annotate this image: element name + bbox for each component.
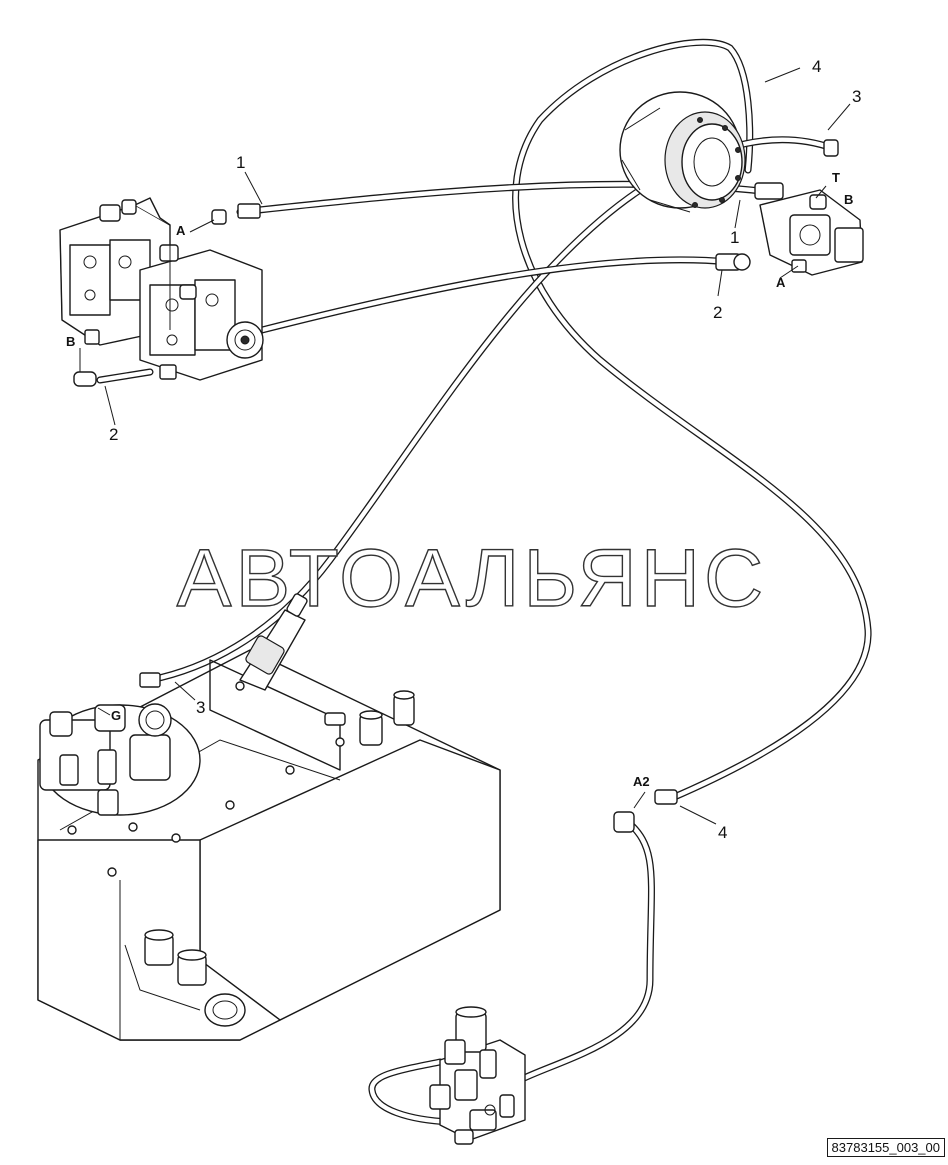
port-label-valve-a2: A2: [633, 774, 650, 789]
port-label-motor-b: B: [844, 192, 853, 207]
tank-bolts: [67, 681, 345, 877]
hose-2: [96, 256, 734, 384]
port-label-motor-t: T: [832, 170, 840, 185]
hose-fittings: [73, 139, 839, 833]
label-hose1-right: 1: [730, 228, 739, 247]
label-hose2-left: 2: [109, 425, 118, 444]
hydraulic-pump: [59, 197, 264, 381]
hydraulic-tank: [37, 593, 501, 1041]
item-labels: 1 1 2 2 3 3 4 4: [109, 57, 861, 842]
reference-code: 83783155_003_00: [826, 1138, 945, 1157]
label-hose4-bottom: 4: [718, 823, 727, 842]
port-label-motor-a: A: [776, 275, 786, 290]
port-label-pump-a: A: [176, 223, 186, 238]
label-hose3-tank: 3: [196, 698, 205, 717]
valve-feed-line: [368, 818, 655, 1126]
leader-lines: [79, 67, 851, 825]
label-hose1-top: 1: [236, 153, 245, 172]
tank-side-ports: [124, 929, 246, 1027]
tank-fittings-top: [324, 690, 415, 746]
port-label-tank-g: G: [111, 708, 121, 723]
label-hose3-top: 3: [852, 87, 861, 106]
tank-return-filter: [239, 593, 308, 691]
port-labels: A B T B A G A2: [66, 170, 853, 789]
control-valve-block: [429, 1006, 526, 1145]
motor-bolt-ring: [692, 117, 741, 208]
label-hose4-top: 4: [812, 57, 821, 76]
label-hose2-right: 2: [713, 303, 722, 322]
port-label-pump-b: B: [66, 334, 75, 349]
watermark-text: АВТОАЛЬЯНС: [177, 533, 767, 624]
tank-filler-breather: [39, 703, 201, 816]
travel-motor: [619, 91, 864, 276]
hose-4: [512, 38, 872, 802]
